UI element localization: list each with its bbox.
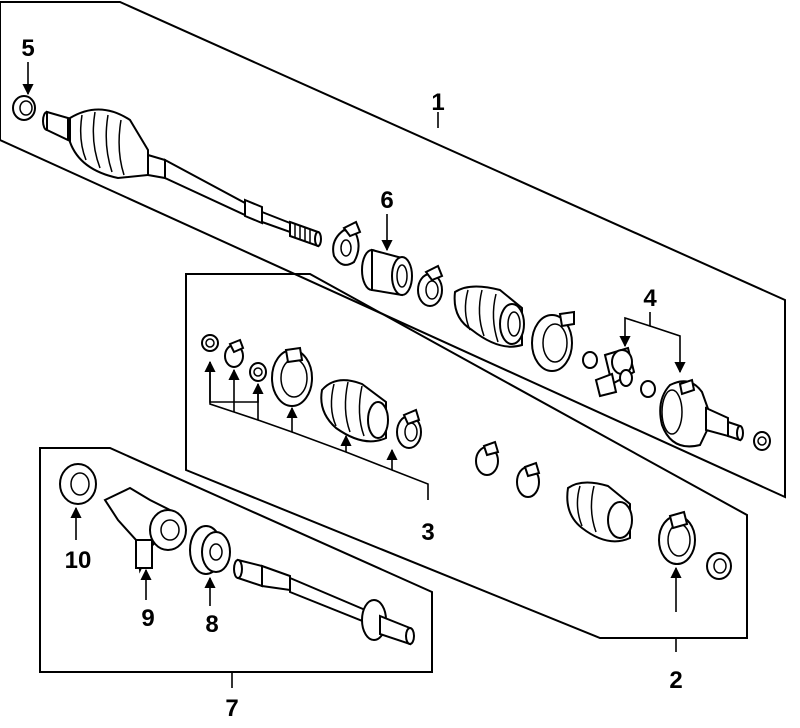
end-washer-upper [753,431,771,451]
callout-7: 7 [225,695,238,722]
leader-lines [22,62,686,688]
small-washer-upper [582,351,598,369]
callout-1: 1 [431,89,444,116]
callout-4: 4 [643,285,657,312]
part-4-outer-housing [659,378,744,448]
large-boot-band-upper [531,310,575,372]
callout-10: 10 [65,547,92,574]
intermediate-shaft [233,558,415,646]
axle-shaft-assembly [42,108,322,248]
boot-clamp-upper-a [332,220,362,266]
panel-axle-assembly-1 [0,1,786,499]
boot-kit-parts [201,334,732,580]
callout-9: 9 [141,605,154,632]
callout-2: 2 [669,667,682,694]
part-5-nut [12,95,36,121]
part-8-bearing [189,525,231,575]
callout-5: 5 [21,35,34,62]
callout-6: 6 [380,187,393,214]
end-washer-upper-hole [757,436,767,446]
part-9-bracket [103,486,187,574]
callout-8: 8 [205,611,218,638]
panel-intermediate-shaft-7 [39,447,433,673]
part-4-tripod-joint [594,346,636,398]
part-10-bearing [59,463,97,505]
inner-boot-upper [453,285,525,348]
callout-3: 3 [421,519,434,546]
part-6-damper [361,248,413,297]
boot-clamp-upper-b [417,264,444,307]
panel-boot-kit-2 [185,273,748,639]
small-washer-upper-b [640,380,656,398]
